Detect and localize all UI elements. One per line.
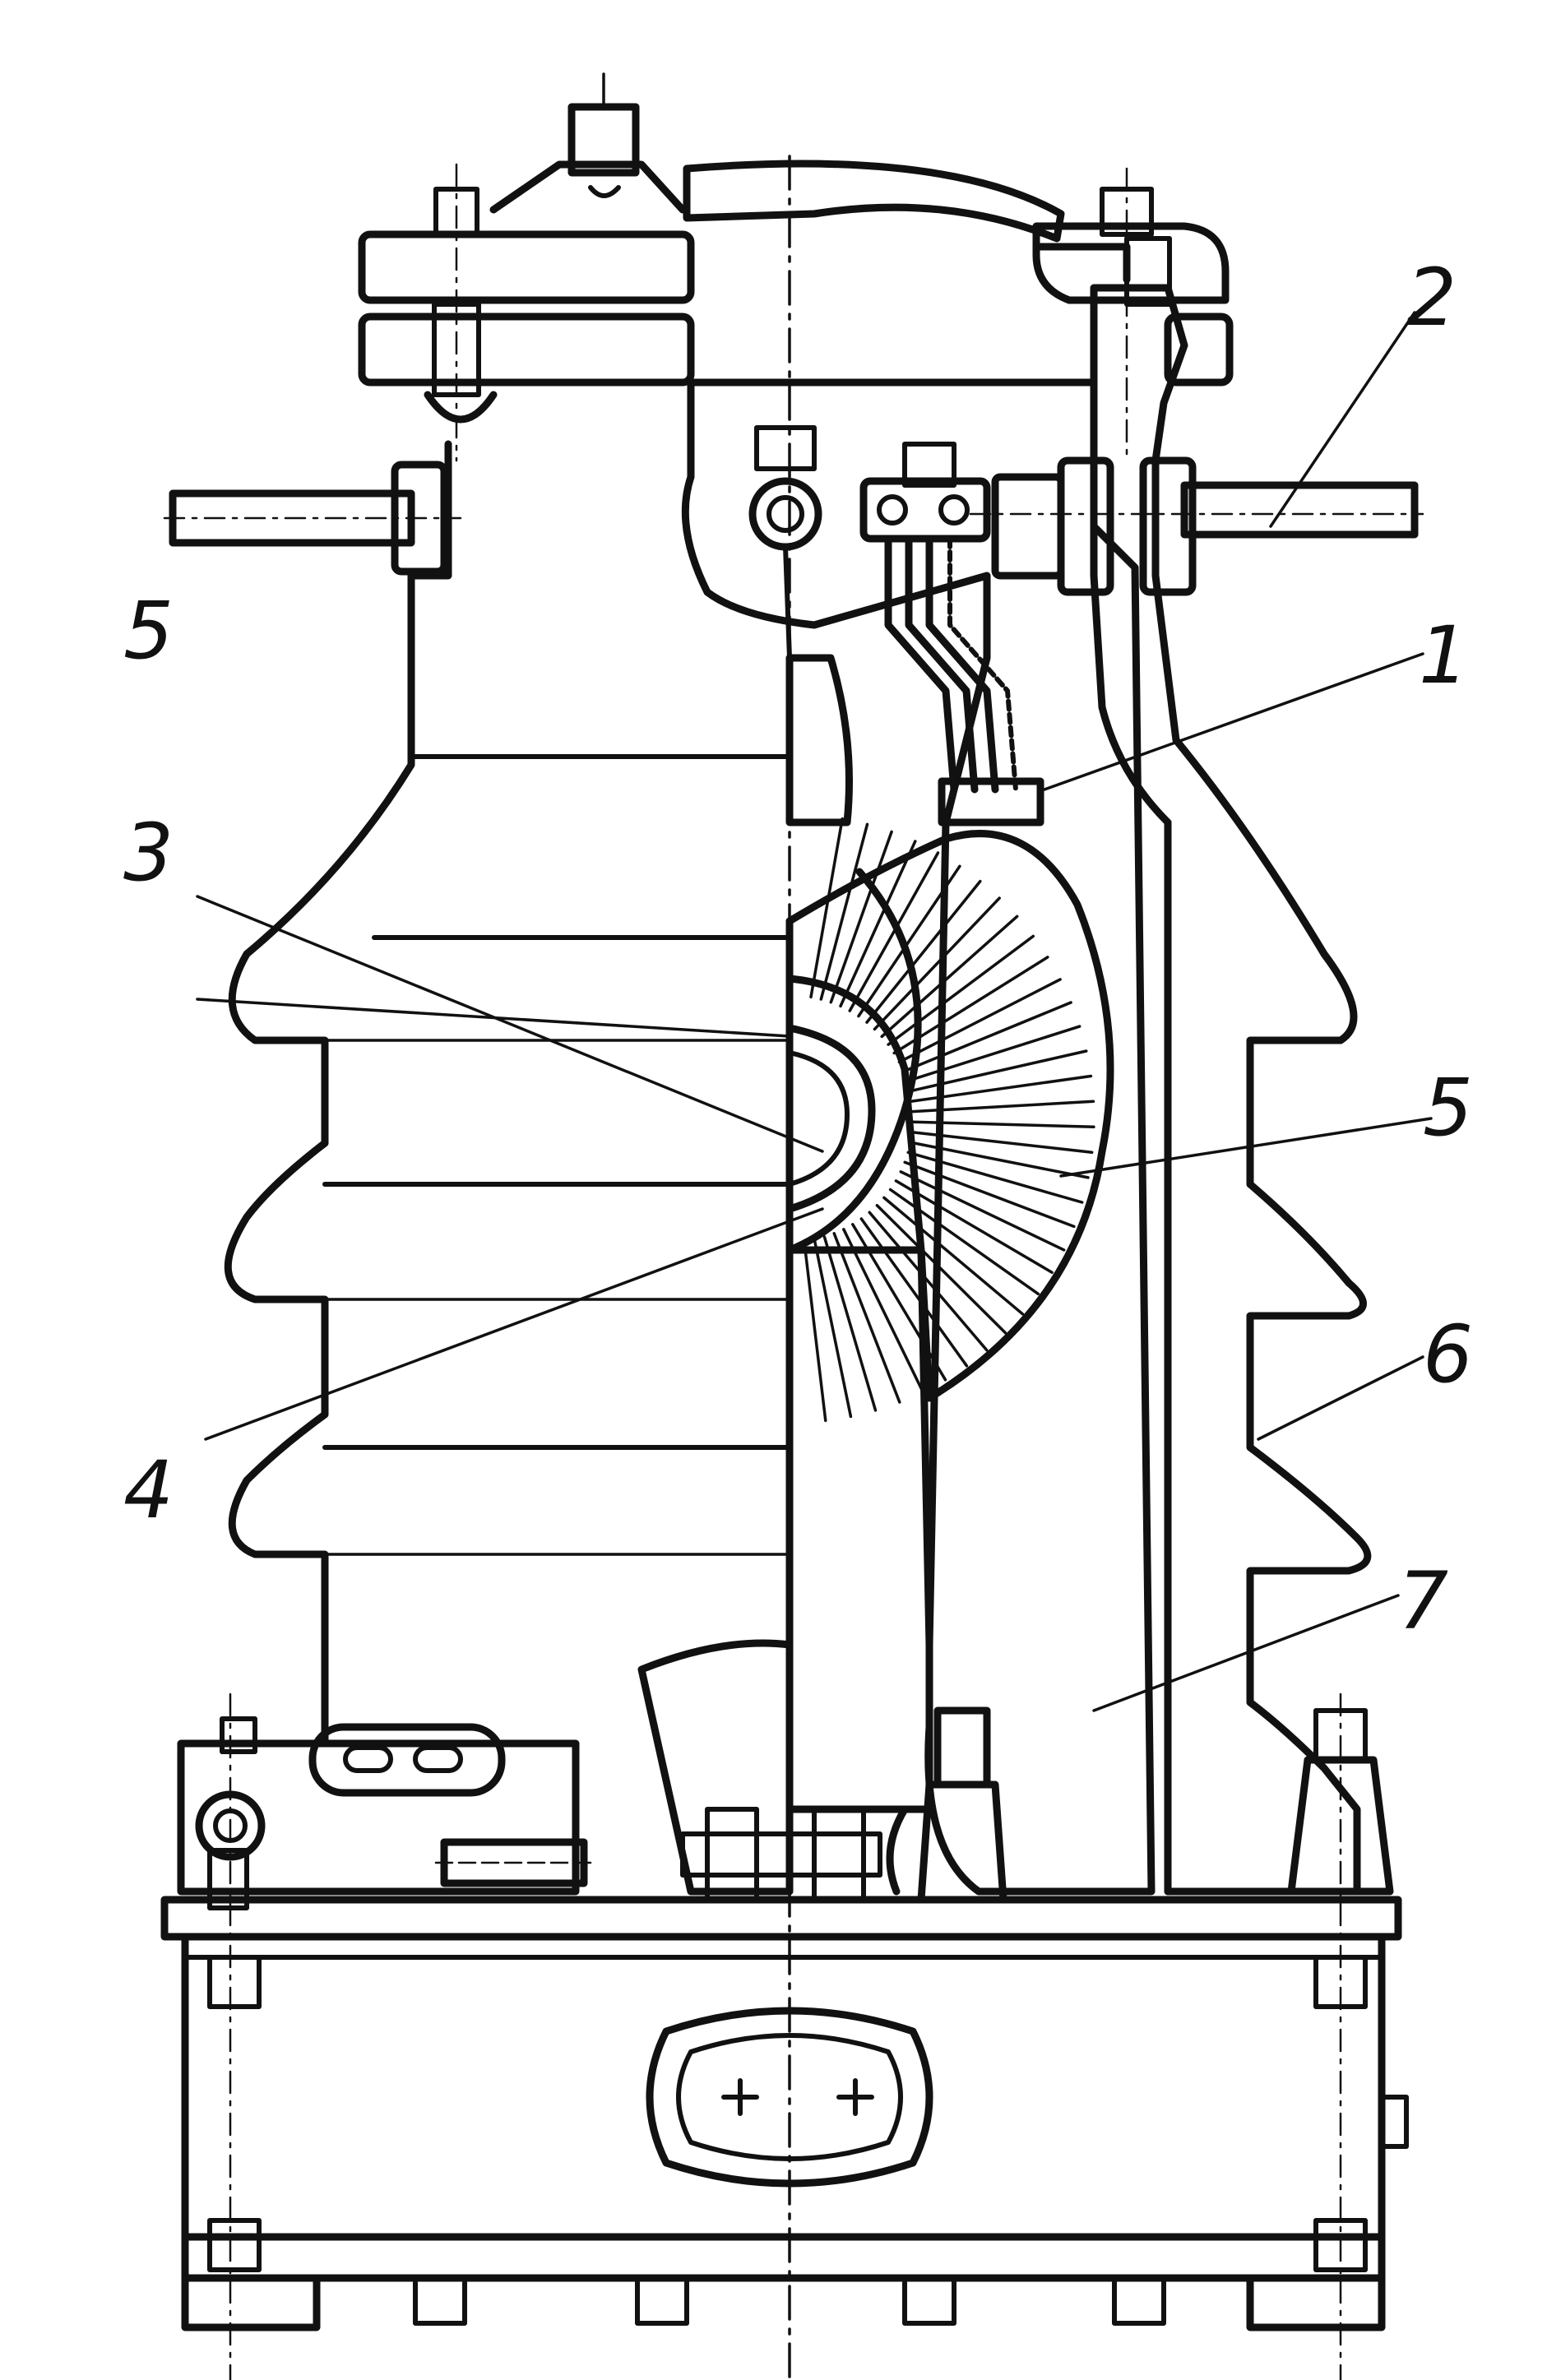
winding-ray: [829, 830, 893, 1004]
winding-ray: [842, 1228, 924, 1394]
winding-ray: [901, 1001, 1072, 1073]
winding-ray: [897, 978, 1062, 1064]
winding-ray: [880, 914, 1019, 1039]
callout-1: 1: [1419, 609, 1469, 701]
callout-3: 3: [123, 807, 174, 899]
winding-ray: [822, 1235, 878, 1412]
winding-ray: [868, 1211, 989, 1352]
winding-ray: [909, 1141, 1090, 1179]
winding-ray: [911, 1100, 1095, 1114]
winding-ray: [903, 1160, 1076, 1229]
winding-ray: [894, 1179, 1054, 1274]
winding-ray: [832, 1232, 901, 1404]
oil-fill-section: [681, 378, 1156, 1896]
winding-ray: [911, 1120, 1095, 1129]
winding-ray: [865, 879, 982, 1024]
winding-ray: [899, 1170, 1066, 1252]
winding-ray: [906, 1151, 1084, 1204]
winding-ray: [910, 1130, 1094, 1154]
winding-ray: [848, 851, 940, 1012]
winding-ray: [910, 1074, 1093, 1103]
right-terminal-2: [969, 456, 1424, 596]
winding-ray: [819, 822, 869, 1001]
winding-ray: [813, 1238, 853, 1419]
winding-ray: [809, 817, 844, 999]
insulator-exterior-left: [163, 440, 792, 1748]
base-assembly: [160, 1692, 1409, 2380]
internal-connection: [748, 425, 1044, 827]
winding-ray: [857, 864, 961, 1018]
winding-ray: [873, 896, 1001, 1031]
callout-7: 7: [1398, 1555, 1448, 1647]
winding-ray: [887, 934, 1035, 1046]
top-cover: [358, 72, 1234, 462]
winding-ray: [882, 1196, 1025, 1316]
winding-ray: [839, 840, 917, 1008]
winding-ray: [875, 1203, 1007, 1335]
secondary-winding-ring: [785, 975, 925, 1254]
callout-6: 6: [1423, 1308, 1473, 1401]
porcelain-wall-section: [1090, 284, 1372, 1896]
winding-ray: [859, 1217, 969, 1368]
callout-4: 4: [123, 1444, 174, 1536]
winding-ray: [908, 1049, 1088, 1093]
winding-sector: [785, 817, 1114, 1423]
callout-5-right: 5: [1423, 1062, 1473, 1154]
callout-2: 2: [1406, 252, 1457, 344]
callout-leaders: [196, 311, 1433, 1712]
winding-ray: [906, 1025, 1082, 1083]
callout-5-left: 5: [123, 585, 174, 677]
winding-ray: [803, 1239, 827, 1423]
